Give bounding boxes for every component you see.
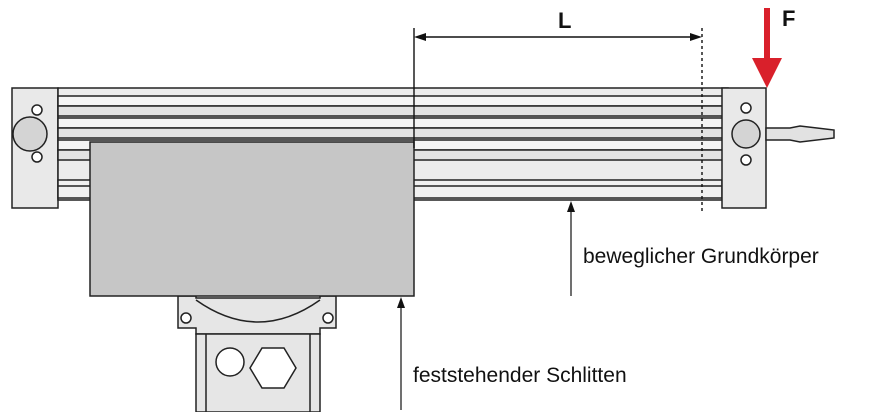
fixed-carriage-leader — [397, 297, 405, 410]
force-label: F — [782, 6, 796, 31]
dimension-l — [413, 28, 703, 212]
force-arrow — [752, 8, 782, 88]
dimension-label: L — [558, 8, 572, 33]
moving-body-label: beweglicher Grundkörper — [583, 245, 819, 268]
fixed-carriage-label: feststehender Schlitten — [413, 364, 627, 387]
lower-mount — [177, 295, 337, 412]
fixed-carriage — [89, 141, 415, 297]
moving-body-leader — [567, 201, 575, 296]
